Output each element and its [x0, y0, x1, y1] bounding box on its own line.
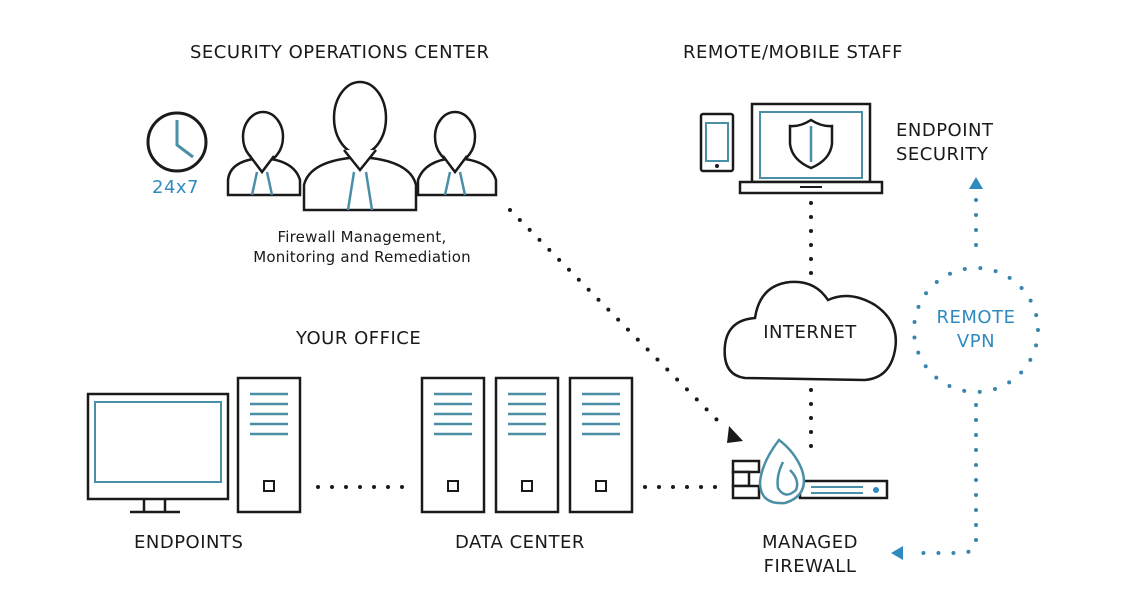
datacenter-server-tower-icon: [494, 376, 560, 514]
datacenter-server-tower-icon: [568, 376, 634, 514]
arrow-head-endpoint-security: [969, 177, 983, 189]
availability-label: 24x7: [152, 177, 200, 198]
vpn-line-down: [908, 403, 978, 555]
endpoint-security-label-line2: SECURITY: [896, 144, 989, 165]
flame-icon: [758, 438, 806, 505]
internet-label: INTERNET: [763, 322, 857, 343]
firewall-appliance-icon: [731, 459, 889, 500]
person-icon-center: [302, 80, 418, 212]
endpoint-server-tower-icon: [236, 376, 302, 514]
endpoints-label: ENDPOINTS: [134, 532, 244, 553]
remote-staff-section-title: REMOTE/MOBILE STAFF: [683, 42, 904, 63]
remote-vpn-label-line2: VPN: [956, 331, 996, 352]
shield-icon: [788, 118, 834, 170]
office-section-title: YOUR OFFICE: [296, 328, 422, 349]
person-icon-right: [416, 110, 498, 197]
soc-section-title: SECURITY OPERATIONS CENTER: [190, 42, 490, 63]
data-center-label: DATA CENTER: [455, 532, 585, 553]
managed-firewall-label-line2: FIREWALL: [763, 556, 857, 577]
endpoint-security-label-line1: ENDPOINT: [896, 120, 994, 141]
person-icon-left: [226, 110, 302, 197]
datacenter-server-tower-icon: [420, 376, 486, 514]
monitor-icon: [86, 392, 230, 514]
clock-icon: [146, 111, 208, 173]
arrow-head-firewall: [727, 426, 743, 443]
connector-soc-to-firewall: [508, 208, 727, 430]
remote-vpn-ring: [912, 266, 1040, 394]
mobile-phone-icon: [699, 112, 735, 173]
remote-vpn-label-line1: REMOTE: [936, 307, 1016, 328]
managed-firewall-label-line1: MANAGED: [762, 532, 858, 553]
cloud-icon: [723, 280, 898, 382]
arrow-head-managed-firewall: [891, 546, 903, 560]
soc-description-line1: Firewall Management,: [277, 228, 447, 246]
soc-description-line2: Monitoring and Remediation: [253, 248, 471, 266]
